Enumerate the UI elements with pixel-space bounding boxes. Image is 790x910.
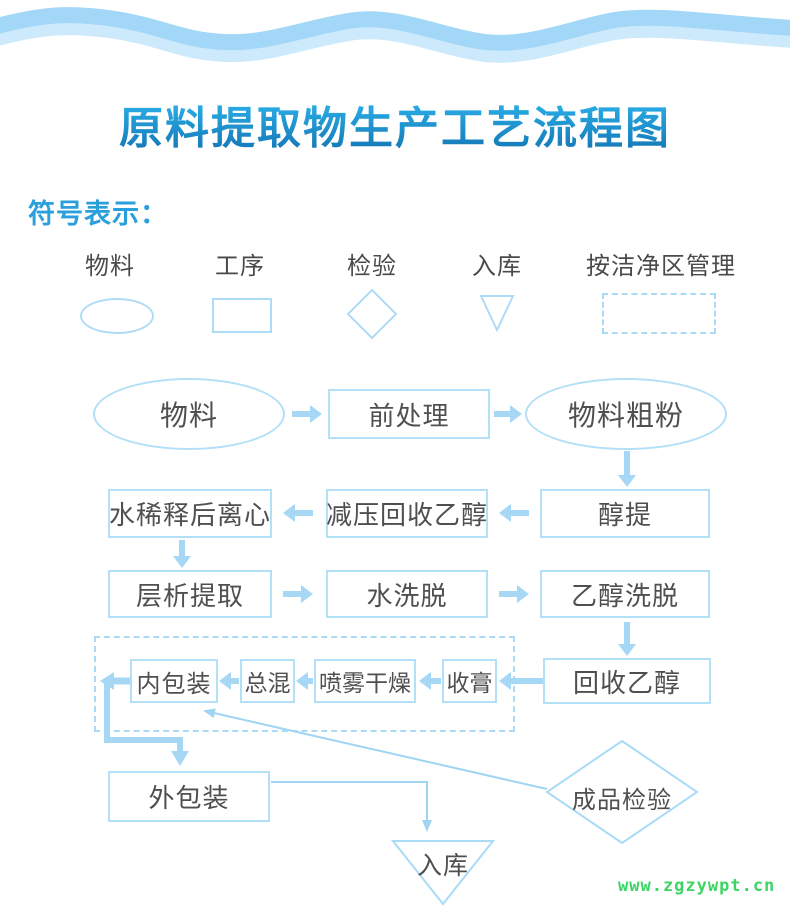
- flow-node-finished-inspection: 成品检验: [545, 739, 699, 845]
- arrow-alcohol-extraction-to-vacuum-recovery: [499, 504, 529, 522]
- clean-area-dashed-box: [94, 636, 515, 732]
- legend-label-material: 物料: [85, 252, 135, 280]
- flow-node-spray-drying-label: 喷雾干燥: [319, 671, 411, 697]
- legend-label-process: 工序: [215, 252, 265, 280]
- watermark-text: www.zgzywpt.cn: [618, 876, 776, 896]
- legend-label-clean-area: 按洁净区管理: [586, 252, 736, 280]
- flow-node-coarse-powder: 物料粗粉: [525, 378, 727, 450]
- legend-heading: 符号表示：: [28, 199, 168, 230]
- legend-rectangle-icon: [212, 298, 272, 333]
- arrow-vacuum-recovery-to-dilution: [283, 504, 313, 522]
- flow-node-water-elution-label: 水洗脱: [366, 581, 448, 612]
- flow-node-ethanol-recovery: 回收乙醇: [543, 658, 711, 704]
- flow-node-alcohol-extraction-label: 醇提: [597, 501, 652, 531]
- arrow-material-to-pretreatment: [292, 405, 322, 423]
- flow-node-water-dilution-centrifuge-label: 水稀释后离心: [109, 501, 272, 531]
- arrow-spray-drying-to-mixing: [296, 672, 313, 690]
- legend-dashed-rect-icon: [602, 293, 716, 334]
- arrow-paste-to-spray-drying: [419, 672, 441, 690]
- arrow-outer-packaging-to-warehousing: [271, 781, 432, 832]
- flow-node-ethanol-elution: 乙醇洗脱: [540, 570, 710, 618]
- flow-node-spray-drying: 喷雾干燥: [314, 659, 416, 703]
- flow-node-coarse-powder-label: 物料粗粉: [567, 399, 684, 432]
- wave-banner: [0, 7, 790, 63]
- arrow-water-elution-to-ethanol-elution: [499, 585, 529, 603]
- flow-node-alcohol-extraction: 醇提: [540, 489, 710, 538]
- legend-triangle-icon: [479, 295, 515, 332]
- flow-node-total-mixing: 总混: [240, 659, 295, 703]
- flow-node-inner-packaging: 内包装: [130, 659, 218, 703]
- arrow-coarse-powder-to-alcohol-extraction: [618, 451, 636, 487]
- flow-node-paste-collection: 收膏: [442, 659, 497, 703]
- legend-label-warehousing: 入库: [472, 252, 522, 280]
- legend-ellipse-icon: [80, 298, 154, 334]
- flow-node-inner-packaging-label: 内包装: [136, 669, 212, 698]
- flow-node-finished-inspection-label: 成品检验: [572, 786, 672, 814]
- arrow-inspection-to-inner-packaging: [203, 708, 548, 790]
- arrow-dilution-to-chromatography: [173, 540, 191, 568]
- flow-node-outer-packaging: 外包装: [108, 771, 270, 822]
- arrow-ethanol-elution-to-ethanol-recovery: [618, 622, 636, 656]
- page-title: 原料提取物生产工艺流程图: [0, 92, 790, 156]
- flow-node-outer-packaging-label: 外包装: [148, 784, 230, 814]
- flow-node-pretreatment: 前处理: [328, 389, 490, 439]
- arrow-ethanol-recovery-to-paste: [499, 672, 543, 690]
- flow-node-ethanol-elution-label: 乙醇洗脱: [570, 581, 679, 612]
- diamond-shape: [545, 739, 699, 845]
- flow-node-vacuum-ethanol-recovery: 减压回收乙醇: [326, 489, 488, 538]
- flow-node-total-mixing-label: 总混: [244, 671, 291, 697]
- flow-node-material: 物料: [93, 378, 285, 450]
- flow-node-warehousing: 入库: [390, 840, 496, 906]
- legend-label-inspection: 检验: [347, 252, 397, 280]
- legend-diamond-icon: [346, 288, 398, 340]
- arrow-inner-to-outer-packaging: [100, 672, 189, 766]
- arrow-pretreatment-to-coarse-powder: [494, 405, 522, 423]
- flow-node-water-dilution-centrifuge: 水稀释后离心: [108, 489, 272, 538]
- flow-node-paste-collection-label: 收膏: [446, 671, 493, 697]
- flow-node-vacuum-ethanol-recovery-label: 减压回收乙醇: [326, 501, 489, 531]
- triangle-shape: [390, 840, 496, 906]
- flow-node-water-elution: 水洗脱: [326, 570, 488, 618]
- flow-node-pretreatment-label: 前处理: [368, 401, 450, 432]
- arrow-chromatography-to-water-elution: [283, 585, 313, 603]
- flow-node-warehousing-label: 入库: [416, 851, 469, 880]
- flow-node-material-label: 物料: [159, 399, 218, 432]
- arrow-mixing-to-inner-packaging: [219, 672, 239, 690]
- flow-node-ethanol-recovery-label: 回收乙醇: [572, 668, 681, 699]
- flow-node-chromatography: 层析提取: [108, 570, 272, 618]
- flow-node-chromatography-label: 层析提取: [135, 581, 244, 612]
